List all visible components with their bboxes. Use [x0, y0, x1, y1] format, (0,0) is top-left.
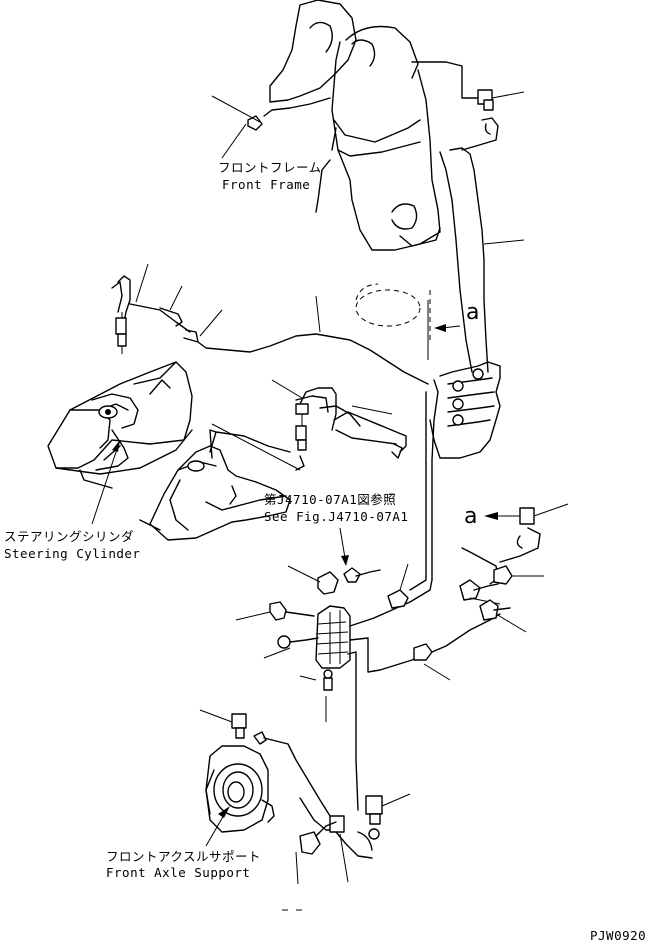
center-fittings	[235, 527, 501, 681]
leader-lines	[91, 439, 230, 847]
right-pipe-cluster	[409, 361, 501, 591]
left-upper-pipe	[111, 263, 429, 385]
steering-cylinder-label-ja: ステアリングシリンダ	[4, 529, 135, 544]
see-fig-label-en: See Fig.J4710-07A1	[264, 509, 409, 524]
see-fig-label-ja: 第J4710-07A1図参照	[264, 492, 397, 507]
view-marker-a-2: a	[464, 504, 478, 529]
drawing-code: PJW0920	[590, 928, 647, 943]
view-marker-a: a	[466, 300, 480, 325]
axle-support-label-ja: フロントアクスルサポート	[106, 849, 262, 864]
view-reference	[315, 283, 461, 360]
axle-support-label-en: Front Axle Support	[106, 865, 251, 880]
valve-block	[263, 579, 433, 811]
upper-fittings	[411, 61, 525, 373]
right-fittings	[459, 503, 569, 633]
steering-cylinder	[47, 361, 193, 489]
front-frame	[211, 0, 441, 251]
mid-pipe-bracket	[211, 379, 407, 471]
lower-cylinder	[139, 429, 291, 541]
front-frame-label-ja: フロントフレーム	[218, 160, 322, 175]
steering-cylinder-label-en: Steering Cylinder	[4, 546, 141, 561]
front-frame-label-en: Front Frame	[222, 177, 311, 192]
front-axle-support	[199, 709, 411, 911]
